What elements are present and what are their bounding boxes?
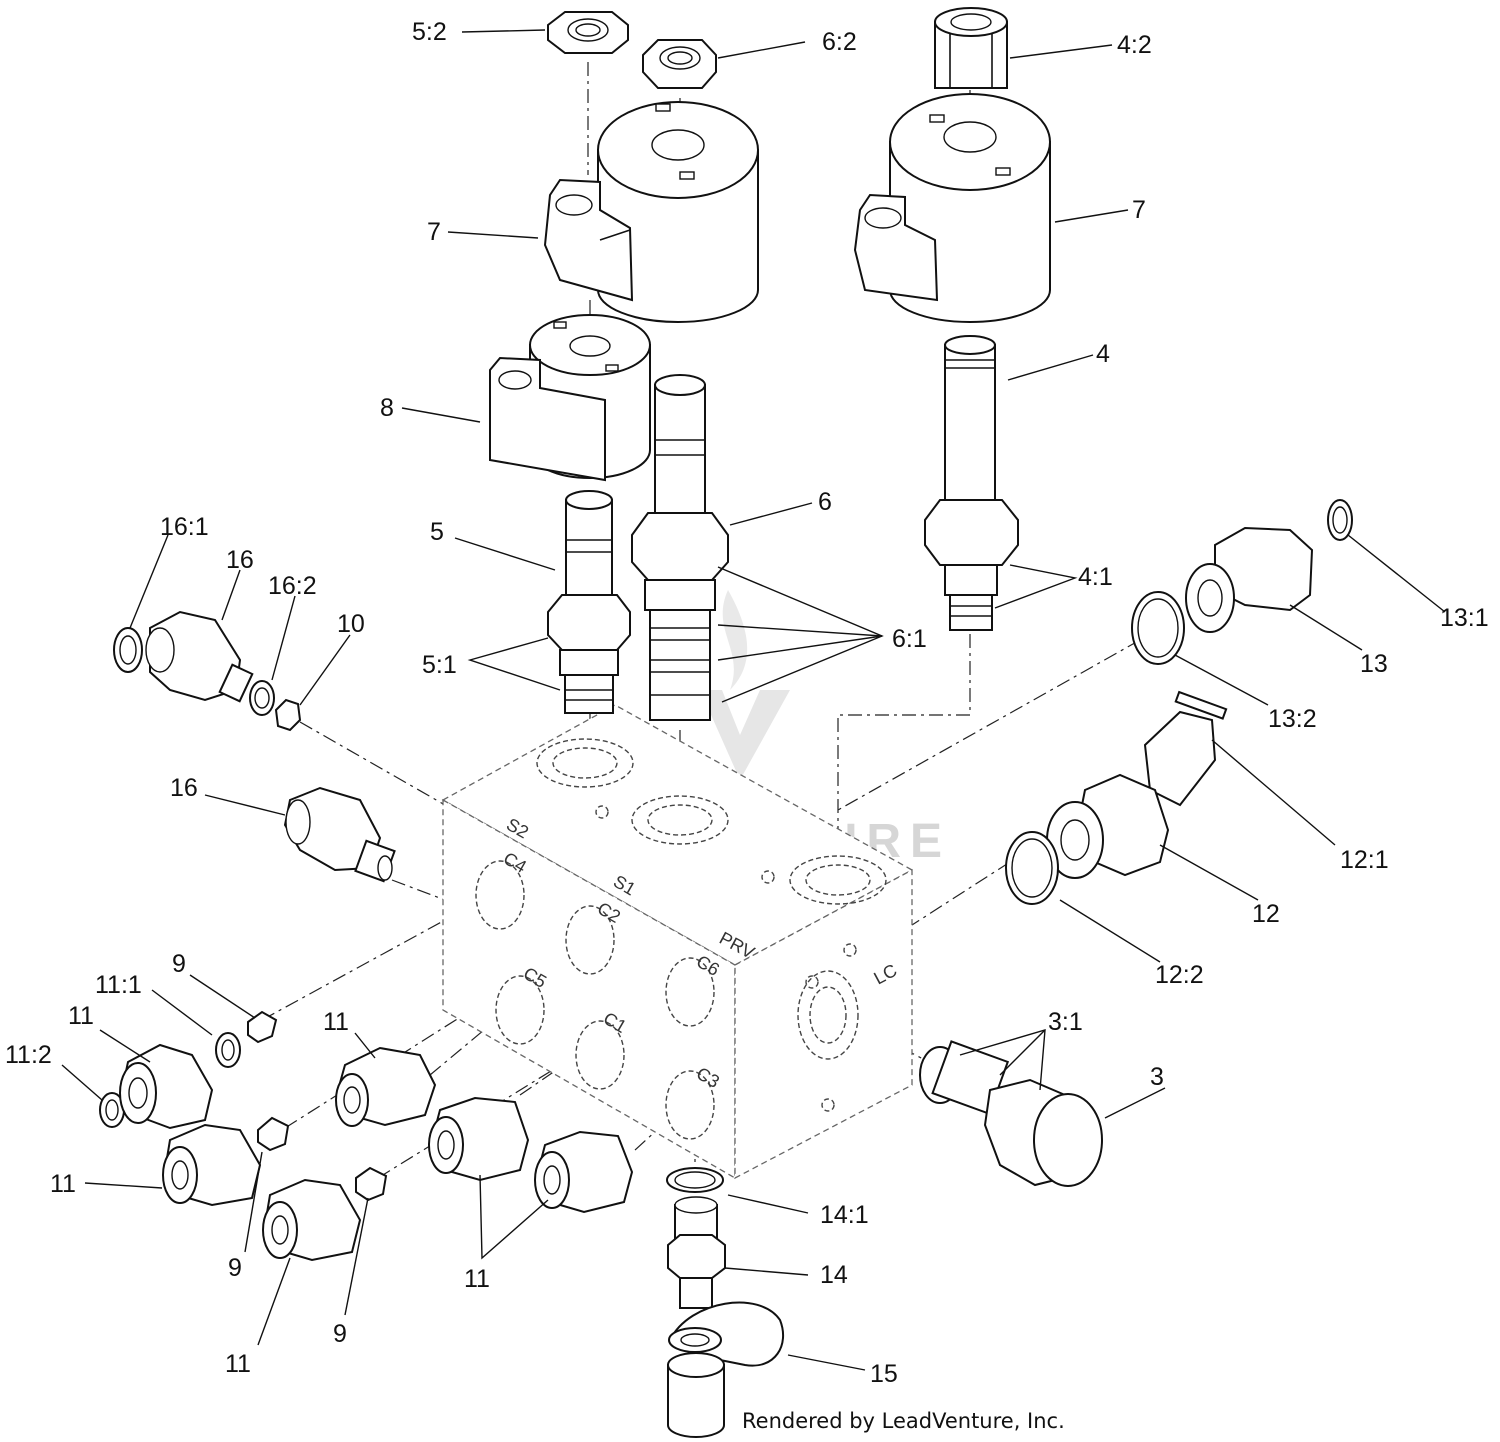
callout-12-2: 12:2 bbox=[1155, 961, 1204, 989]
callout-13-1: 13:1 bbox=[1440, 604, 1489, 632]
callout-3-1: 3:1 bbox=[1048, 1008, 1083, 1036]
callout-5-1: 5:1 bbox=[422, 651, 457, 679]
callout-14: 14 bbox=[820, 1261, 848, 1289]
callout-11-1: 11:1 bbox=[95, 971, 142, 999]
callout-11-d: 11 bbox=[464, 1265, 490, 1293]
callout-6: 6 bbox=[818, 488, 832, 516]
callout-3: 3 bbox=[1150, 1063, 1164, 1091]
callout-11-e: 11 bbox=[225, 1350, 251, 1378]
callout-4-1: 4:1 bbox=[1078, 563, 1113, 591]
callout-13-2: 13:2 bbox=[1268, 705, 1317, 733]
fitting-16-lower bbox=[283, 786, 396, 883]
callout-12-1: 12:1 bbox=[1340, 846, 1389, 874]
callout-9-lower: 9 bbox=[333, 1320, 347, 1348]
nut-6-2 bbox=[642, 39, 717, 89]
coil-8 bbox=[489, 314, 651, 482]
callout-7-left: 7 bbox=[427, 218, 441, 246]
valve-5 bbox=[547, 490, 631, 714]
callout-13: 13 bbox=[1360, 650, 1388, 678]
callout-16-upper: 16 bbox=[226, 546, 254, 574]
callout-11-b: 11 bbox=[323, 1008, 349, 1036]
callout-14-1: 14:1 bbox=[820, 1201, 869, 1229]
callout-11-2: 11:2 bbox=[5, 1041, 52, 1069]
fitting-12 bbox=[1005, 690, 1228, 905]
credit-text: Rendered by LeadVenture, Inc. bbox=[742, 1409, 1065, 1433]
fitting-11-a bbox=[99, 1010, 278, 1130]
fitting-16-upper bbox=[113, 610, 302, 732]
callout-8: 8 bbox=[380, 394, 394, 422]
callout-16-2: 16:2 bbox=[268, 572, 317, 600]
fitting-11-c bbox=[162, 1116, 290, 1207]
callout-6-2: 6:2 bbox=[822, 28, 857, 56]
callout-16-1: 16:1 bbox=[160, 513, 209, 541]
valve-4 bbox=[924, 335, 1019, 631]
nut-4-2 bbox=[934, 7, 1008, 89]
coil-7-left bbox=[543, 101, 759, 323]
leader-lines bbox=[61, 29, 1446, 1371]
callout-4: 4 bbox=[1096, 340, 1110, 368]
callout-9-upper: 9 bbox=[172, 950, 186, 978]
coil-7-right bbox=[853, 93, 1051, 323]
callout-labels: 5:2 6:2 4:2 7 7 8 4 6 5 16:1 16 16:2 10 … bbox=[5, 18, 1489, 1388]
fitting-11-f bbox=[534, 1130, 634, 1214]
fitting-11-d bbox=[262, 1166, 388, 1262]
fitting-14 bbox=[666, 1167, 726, 1309]
callout-5-2: 5:2 bbox=[412, 18, 447, 46]
callout-7-right: 7 bbox=[1132, 196, 1146, 224]
callout-10: 10 bbox=[337, 610, 365, 638]
callout-11-c: 11 bbox=[50, 1170, 76, 1198]
fitting-11-e bbox=[428, 1096, 530, 1182]
cap-15 bbox=[667, 1301, 785, 1438]
callout-4-2: 4:2 bbox=[1117, 31, 1152, 59]
callout-12: 12 bbox=[1252, 900, 1280, 928]
callout-16-lower: 16 bbox=[170, 774, 198, 802]
fitting-13 bbox=[1131, 499, 1353, 665]
callout-6-1: 6:1 bbox=[892, 625, 927, 653]
callout-5: 5 bbox=[430, 518, 444, 546]
callout-11-a: 11 bbox=[68, 1002, 94, 1030]
callout-9-middle: 9 bbox=[228, 1254, 242, 1282]
callout-15: 15 bbox=[870, 1360, 898, 1388]
valve-6 bbox=[631, 374, 729, 721]
valve-3 bbox=[919, 1040, 1103, 1187]
fitting-11-b bbox=[335, 1046, 437, 1127]
manifold-block: S2 S1 C4 C2 C5 C6 C1 C3 PRV LC bbox=[441, 704, 914, 1180]
nut-5-2 bbox=[547, 11, 629, 54]
